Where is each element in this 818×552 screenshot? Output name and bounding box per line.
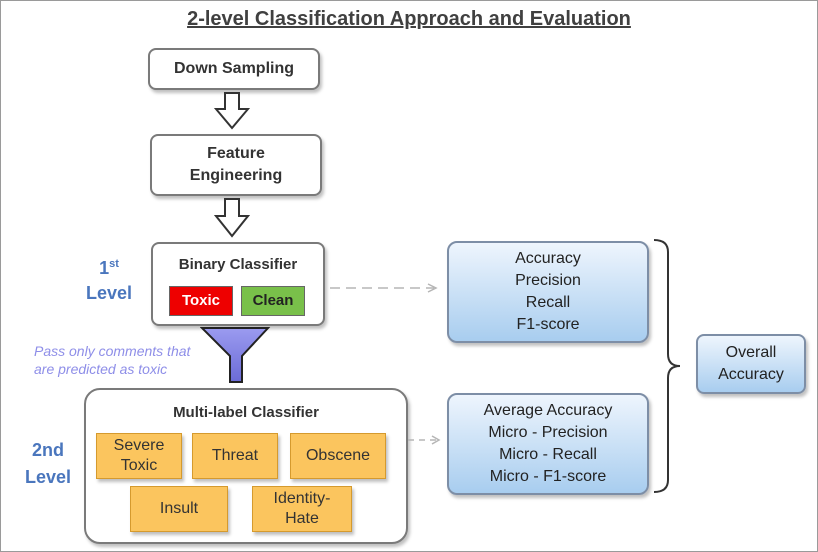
metric-average-accuracy: Average Accuracy <box>483 402 613 419</box>
level-1-number: 1 <box>99 258 110 278</box>
binary-classifier-box: Binary Classifier Toxic Clean <box>151 242 325 326</box>
level-2-number: 2nd <box>31 440 64 460</box>
overall-accuracy-box: Overall Accuracy <box>696 334 806 394</box>
diagram-title: 2-level Classification Approach and Eval… <box>187 8 631 30</box>
feature-engineering-label-2: Engineering <box>189 167 283 184</box>
obscene-label: Obscene <box>305 447 371 464</box>
label-threat: Threat <box>192 433 278 479</box>
clean-label: Clean <box>252 292 294 309</box>
down-sampling-box: Down Sampling <box>148 48 320 90</box>
level-2-word: Level <box>24 467 72 487</box>
metric-recall: Recall <box>525 294 571 311</box>
metric-f1-score: F1-score <box>516 316 580 333</box>
label-identity-hate: Identity- Hate <box>252 486 352 532</box>
level-1-label: 1st Level <box>78 258 140 304</box>
level-2-label: 2nd Level <box>18 440 78 488</box>
severe-toxic-line-2: Toxic <box>120 457 158 474</box>
metric-micro-precision: Micro - Precision <box>488 424 608 441</box>
metric-accuracy: Accuracy <box>515 250 581 267</box>
dashed-arrow-level-1 <box>330 283 438 293</box>
identity-hate-line-2: Hate <box>285 510 319 527</box>
feature-engineering-label-1: Feature <box>207 145 265 162</box>
down-arrow-icon <box>214 92 250 130</box>
level-1-word: Level <box>85 283 133 303</box>
label-severe-toxic: Severe Toxic <box>96 433 182 479</box>
feature-engineering-box: Feature Engineering <box>150 134 322 196</box>
identity-hate-line-1: Identity- <box>273 490 331 507</box>
filter-note-line-2: are predicted as toxic <box>34 361 168 377</box>
overall-line-2: Accuracy <box>718 366 784 383</box>
threat-label: Threat <box>211 447 259 464</box>
insult-label: Insult <box>159 500 199 517</box>
filter-note-line-1: Pass only comments that <box>34 343 191 359</box>
right-brace-icon <box>653 239 681 493</box>
clean-tag: Clean <box>241 286 305 316</box>
metrics-level-2-box: Average Accuracy Micro - Precision Micro… <box>447 393 649 495</box>
overall-line-1: Overall <box>725 344 777 361</box>
metrics-level-1-box: Accuracy Precision Recall F1-score <box>447 241 649 343</box>
label-obscene: Obscene <box>290 433 386 479</box>
toxic-label: Toxic <box>181 292 221 309</box>
toxic-tag: Toxic <box>169 286 233 316</box>
down-sampling-label: Down Sampling <box>174 60 294 77</box>
metric-micro-f1-score: Micro - F1-score <box>489 468 607 485</box>
funnel-icon <box>200 327 271 383</box>
metric-micro-recall: Micro - Recall <box>499 446 597 463</box>
multi-label-classifier-title: Multi-label Classifier <box>173 404 319 421</box>
dashed-arrow-level-2 <box>408 435 441 445</box>
down-arrow-icon <box>214 198 250 238</box>
binary-classifier-title: Binary Classifier <box>178 256 298 273</box>
metric-precision: Precision <box>515 272 581 289</box>
severe-toxic-line-1: Severe <box>113 437 165 454</box>
filter-note: Pass only comments that are predicted as… <box>34 342 234 378</box>
level-1-suffix: st <box>109 258 119 270</box>
label-insult: Insult <box>130 486 228 532</box>
